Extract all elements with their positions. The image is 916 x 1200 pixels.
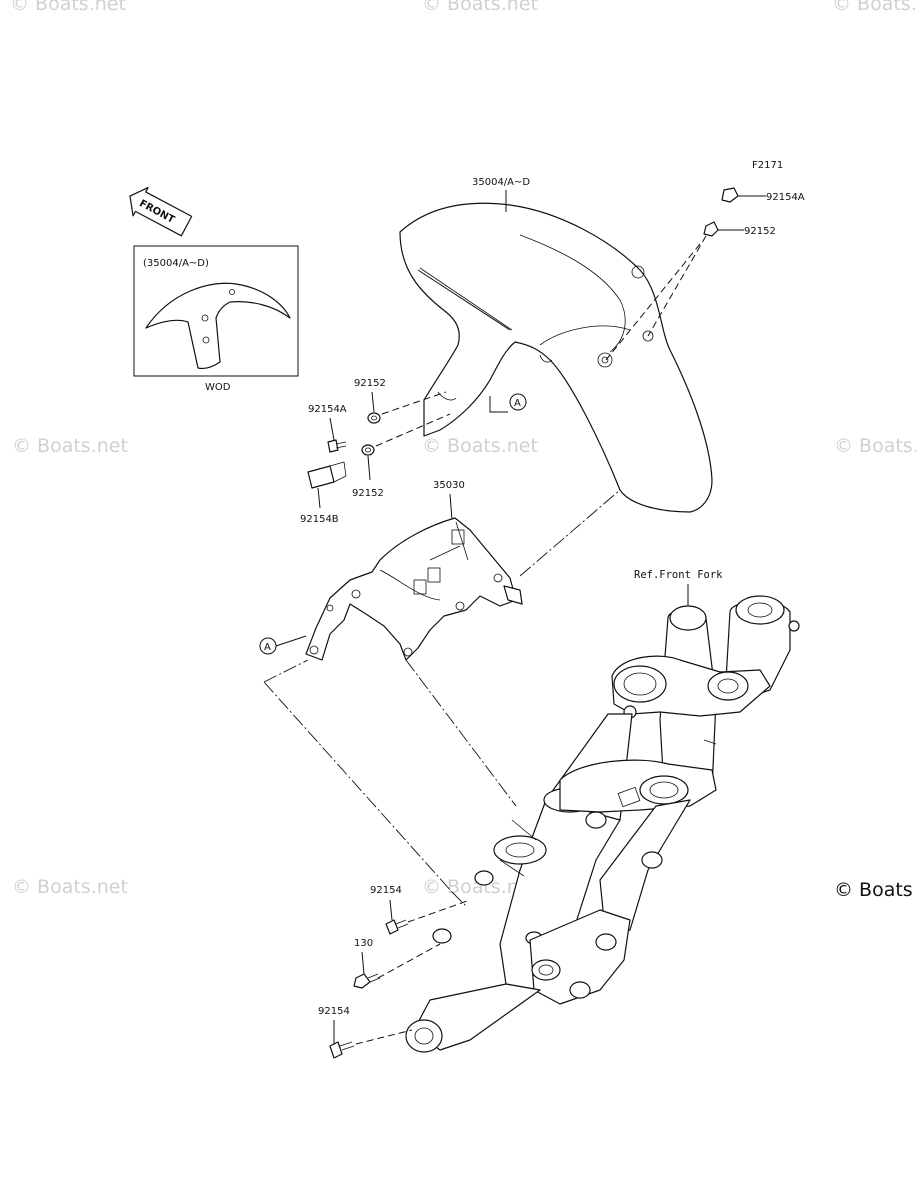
washer-92152-left2 xyxy=(361,444,375,456)
inset-box: (35004/A~D) WOD xyxy=(133,245,299,393)
label-bolt-130: 130 xyxy=(354,938,373,949)
front-fork xyxy=(405,595,800,1053)
watermark: © Boats.net xyxy=(834,435,916,457)
dash-line xyxy=(381,391,447,415)
watermark: © Boats.net xyxy=(12,435,128,457)
ref-marker-a: A xyxy=(259,637,277,655)
inset-title: (35004/A~D) xyxy=(143,258,209,269)
dashdot-line xyxy=(405,659,517,807)
dash-line xyxy=(375,413,451,447)
dashdot-line xyxy=(263,659,309,683)
ref-a-leader xyxy=(489,396,508,413)
label-fender: 35004/A~D xyxy=(472,177,530,188)
dash-line xyxy=(377,943,441,979)
label-bracket: 35030 xyxy=(433,480,465,491)
bolt-92154a-left xyxy=(327,439,347,453)
front-fender xyxy=(399,202,713,513)
svg-text:A: A xyxy=(514,398,521,409)
watermark: © Boats.net xyxy=(422,0,538,15)
leader xyxy=(371,391,375,413)
label-bolt-lower: 92154 xyxy=(370,885,402,896)
label-washer-left: 92152 xyxy=(354,378,386,389)
leader xyxy=(449,493,453,521)
dash-line xyxy=(407,899,471,923)
washer-92152-left xyxy=(367,412,381,424)
dashdot-line xyxy=(263,681,453,893)
diagram-code: F2171 xyxy=(752,160,783,171)
label-bolt-left: 92154A xyxy=(308,404,347,415)
dashdot-line xyxy=(451,891,467,907)
label-washer-left2: 92152 xyxy=(352,488,384,499)
watermark: © Boats xyxy=(834,879,913,901)
bolt-92154a-top xyxy=(721,187,766,203)
leader xyxy=(329,417,335,441)
collar-92154b xyxy=(307,461,347,489)
dash-line xyxy=(355,1029,413,1045)
dash-line xyxy=(647,235,707,337)
ref-a-leader xyxy=(275,635,307,647)
svg-text:A: A xyxy=(264,642,271,653)
bolt-130 xyxy=(353,973,381,989)
leader xyxy=(317,487,321,509)
leader xyxy=(361,951,365,975)
label-bolt-bottom: 92154 xyxy=(318,1006,350,1017)
ref-marker-a: A xyxy=(509,393,527,411)
label-bolt-top: 92154A xyxy=(766,192,805,203)
watermark: © Boats.net xyxy=(422,435,538,457)
front-arrow-icon: FRONT xyxy=(129,186,193,237)
watermark: © Boats.net xyxy=(10,0,126,15)
dashdot-line xyxy=(519,489,621,577)
washer-92152-top xyxy=(703,221,744,237)
label-washer-top: 92152 xyxy=(744,226,776,237)
label-collar: 92154B xyxy=(300,514,339,525)
watermark: © Boats.net xyxy=(832,0,916,15)
bolt-92154-bottom xyxy=(329,1041,355,1059)
front-fender-bracket xyxy=(305,517,523,661)
leader xyxy=(389,899,393,921)
watermark: © Boats.net xyxy=(12,876,128,898)
label-ref-front-fork: Ref.Front Fork xyxy=(634,569,723,581)
inset-caption: WOD xyxy=(205,382,231,393)
bolt-92154-lower xyxy=(385,919,409,935)
dash-line xyxy=(605,243,701,361)
leader xyxy=(367,455,371,481)
watermark: © Boats.net xyxy=(422,876,538,898)
